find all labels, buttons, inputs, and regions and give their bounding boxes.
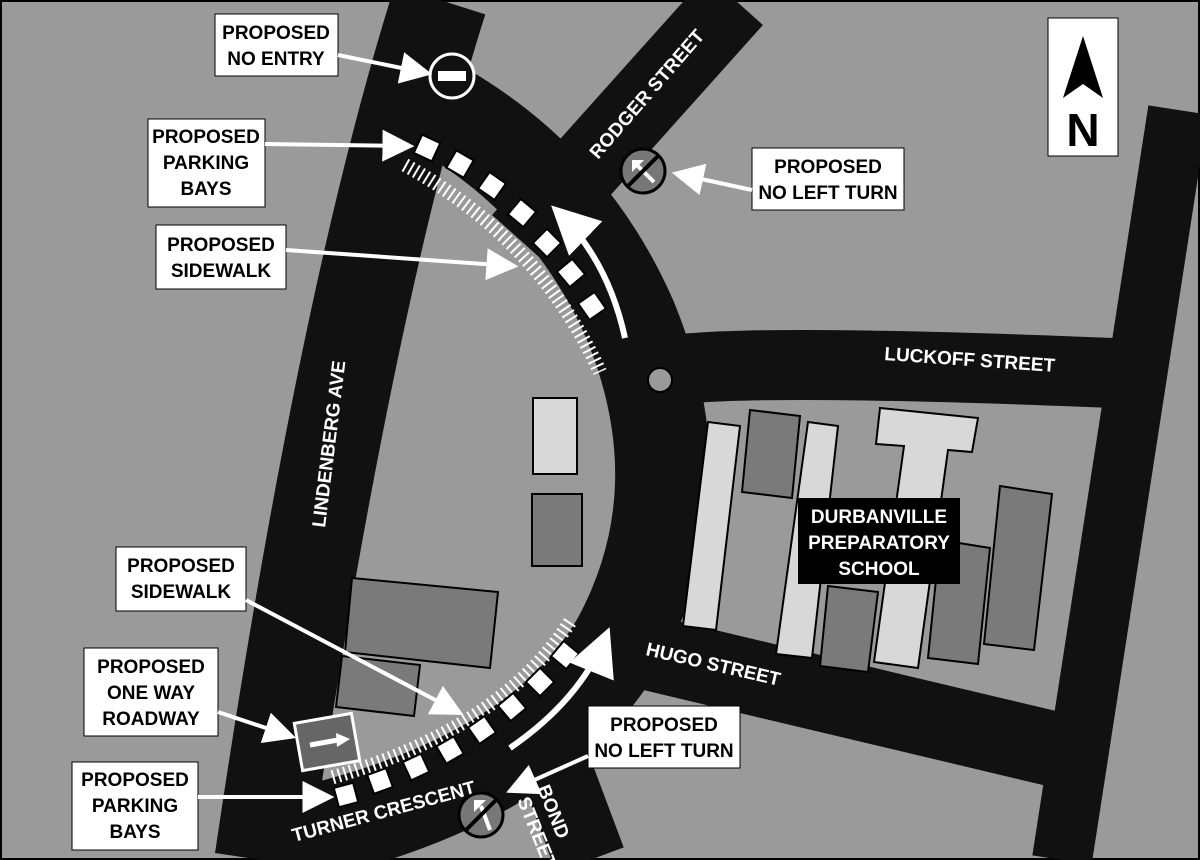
callout-line2: SIDEWALK	[131, 582, 232, 603]
building	[740, 408, 802, 500]
building	[982, 484, 1054, 652]
prohibition-slash	[626, 154, 660, 188]
parking-bay	[365, 766, 395, 796]
callout-parking-bottom: PROPOSED PARKING BAYS	[71, 761, 335, 851]
callout-parking-top: PROPOSED PARKING BAYS	[147, 118, 415, 208]
callout-line1: PROPOSED	[222, 23, 330, 44]
parking-bays-top	[412, 133, 608, 322]
north-arrow-icon	[1063, 36, 1103, 98]
parking-bay	[476, 170, 508, 202]
callout-line2: NO LEFT TURN	[758, 183, 897, 204]
callout-leader	[506, 754, 589, 795]
callout-box	[115, 546, 247, 612]
callout-line2: PARKING	[163, 153, 249, 174]
callout-leader	[285, 248, 519, 281]
no-left-turn-sign-top	[619, 147, 667, 195]
callout-line2: NO ENTRY	[227, 49, 325, 70]
callout-line1: PROPOSED	[97, 657, 205, 678]
turn-arrow-head	[474, 800, 486, 812]
callout-line2: PARKING	[92, 796, 178, 817]
callout-leader	[264, 129, 415, 162]
turn-arrow-head	[632, 160, 644, 172]
parking-bay	[466, 714, 498, 746]
callout-line2: NO LEFT TURN	[594, 741, 733, 762]
callout-leader	[217, 710, 297, 744]
callout-leader	[671, 163, 753, 196]
building	[532, 397, 578, 475]
parking-bay	[444, 148, 476, 180]
callout-leader	[337, 52, 433, 84]
callout-line3: BAYS	[180, 179, 231, 200]
callout-leader	[245, 598, 464, 715]
parking-bay	[434, 734, 466, 766]
one-way-arrow	[309, 737, 339, 748]
turn-arrow	[479, 805, 492, 831]
prohibition-slash	[464, 798, 498, 832]
callout-no-left-bottom: PROPOSED NO LEFT TURN	[506, 705, 741, 795]
callout-no-entry: PROPOSED NO ENTRY	[214, 13, 433, 84]
callout-line1: PROPOSED	[152, 127, 260, 148]
callout-line3: BAYS	[109, 822, 160, 843]
building	[818, 584, 880, 674]
callout-box	[71, 761, 199, 851]
callout-box	[83, 647, 219, 737]
building	[343, 576, 500, 670]
callout-line2: ONE WAY	[107, 683, 195, 704]
one-way-sign	[292, 711, 362, 773]
building	[334, 654, 422, 718]
callout-box	[147, 118, 266, 208]
one-way-arrowhead	[336, 733, 350, 747]
direction-arrow-top	[551, 205, 628, 339]
building	[531, 493, 583, 567]
callout-sidewalk-bottom: PROPOSED SIDEWALK	[115, 546, 464, 715]
parking-bay	[555, 257, 587, 289]
callout-box	[587, 705, 741, 769]
north-label: N	[1066, 104, 1099, 156]
turner-crescent-road	[289, 41, 711, 860]
turn-arrow	[634, 162, 656, 184]
proposed-sidewalk-bottom	[328, 618, 576, 785]
proposed-sidewalk-top	[401, 158, 607, 375]
callout-line2: SIDEWALK	[171, 261, 272, 282]
no-entry-sign	[428, 52, 476, 100]
callout-box	[214, 13, 339, 77]
hugo-street-road	[586, 603, 1109, 797]
callout-line3: ROADWAY	[102, 709, 200, 730]
school-label-line3: SCHOOL	[838, 559, 920, 580]
school-label: DURBANVILLE PREPARATORY SCHOOL	[798, 498, 960, 584]
callout-line1: PROPOSED	[167, 235, 275, 256]
luckoff-street-road	[637, 330, 1162, 410]
school-label-line1: DURBANVILLE	[811, 507, 947, 528]
callout-one-way: PROPOSED ONE WAY ROADWAY	[83, 647, 297, 744]
callout-box	[751, 147, 905, 211]
direction-arrow-bottom	[508, 627, 614, 751]
school-label-line2: PREPARATORY	[808, 533, 950, 554]
roads	[215, 0, 1200, 860]
parking-bay	[496, 691, 528, 723]
parking-bay	[524, 666, 556, 698]
callout-sidewalk-top: PROPOSED SIDEWALK	[155, 224, 519, 290]
callout-box	[155, 224, 287, 290]
parking-bay	[401, 752, 431, 782]
parking-bay	[576, 290, 608, 322]
no-left-turn-sign-bottom	[457, 791, 505, 839]
school-label-box	[798, 498, 960, 584]
callout-line1: PROPOSED	[774, 157, 882, 178]
roundabout-island	[647, 367, 673, 393]
parking-bay	[506, 197, 538, 229]
north-arrow: N	[1047, 17, 1119, 157]
callout-line1: PROPOSED	[127, 556, 235, 577]
parking-bay	[412, 133, 442, 163]
callout-line1: PROPOSED	[81, 770, 189, 791]
building	[681, 420, 742, 632]
callout-no-left-top: PROPOSED NO LEFT TURN	[671, 147, 905, 211]
no-entry-bar	[438, 71, 466, 81]
callout-line1: PROPOSED	[610, 715, 718, 736]
parking-bay	[332, 781, 360, 809]
